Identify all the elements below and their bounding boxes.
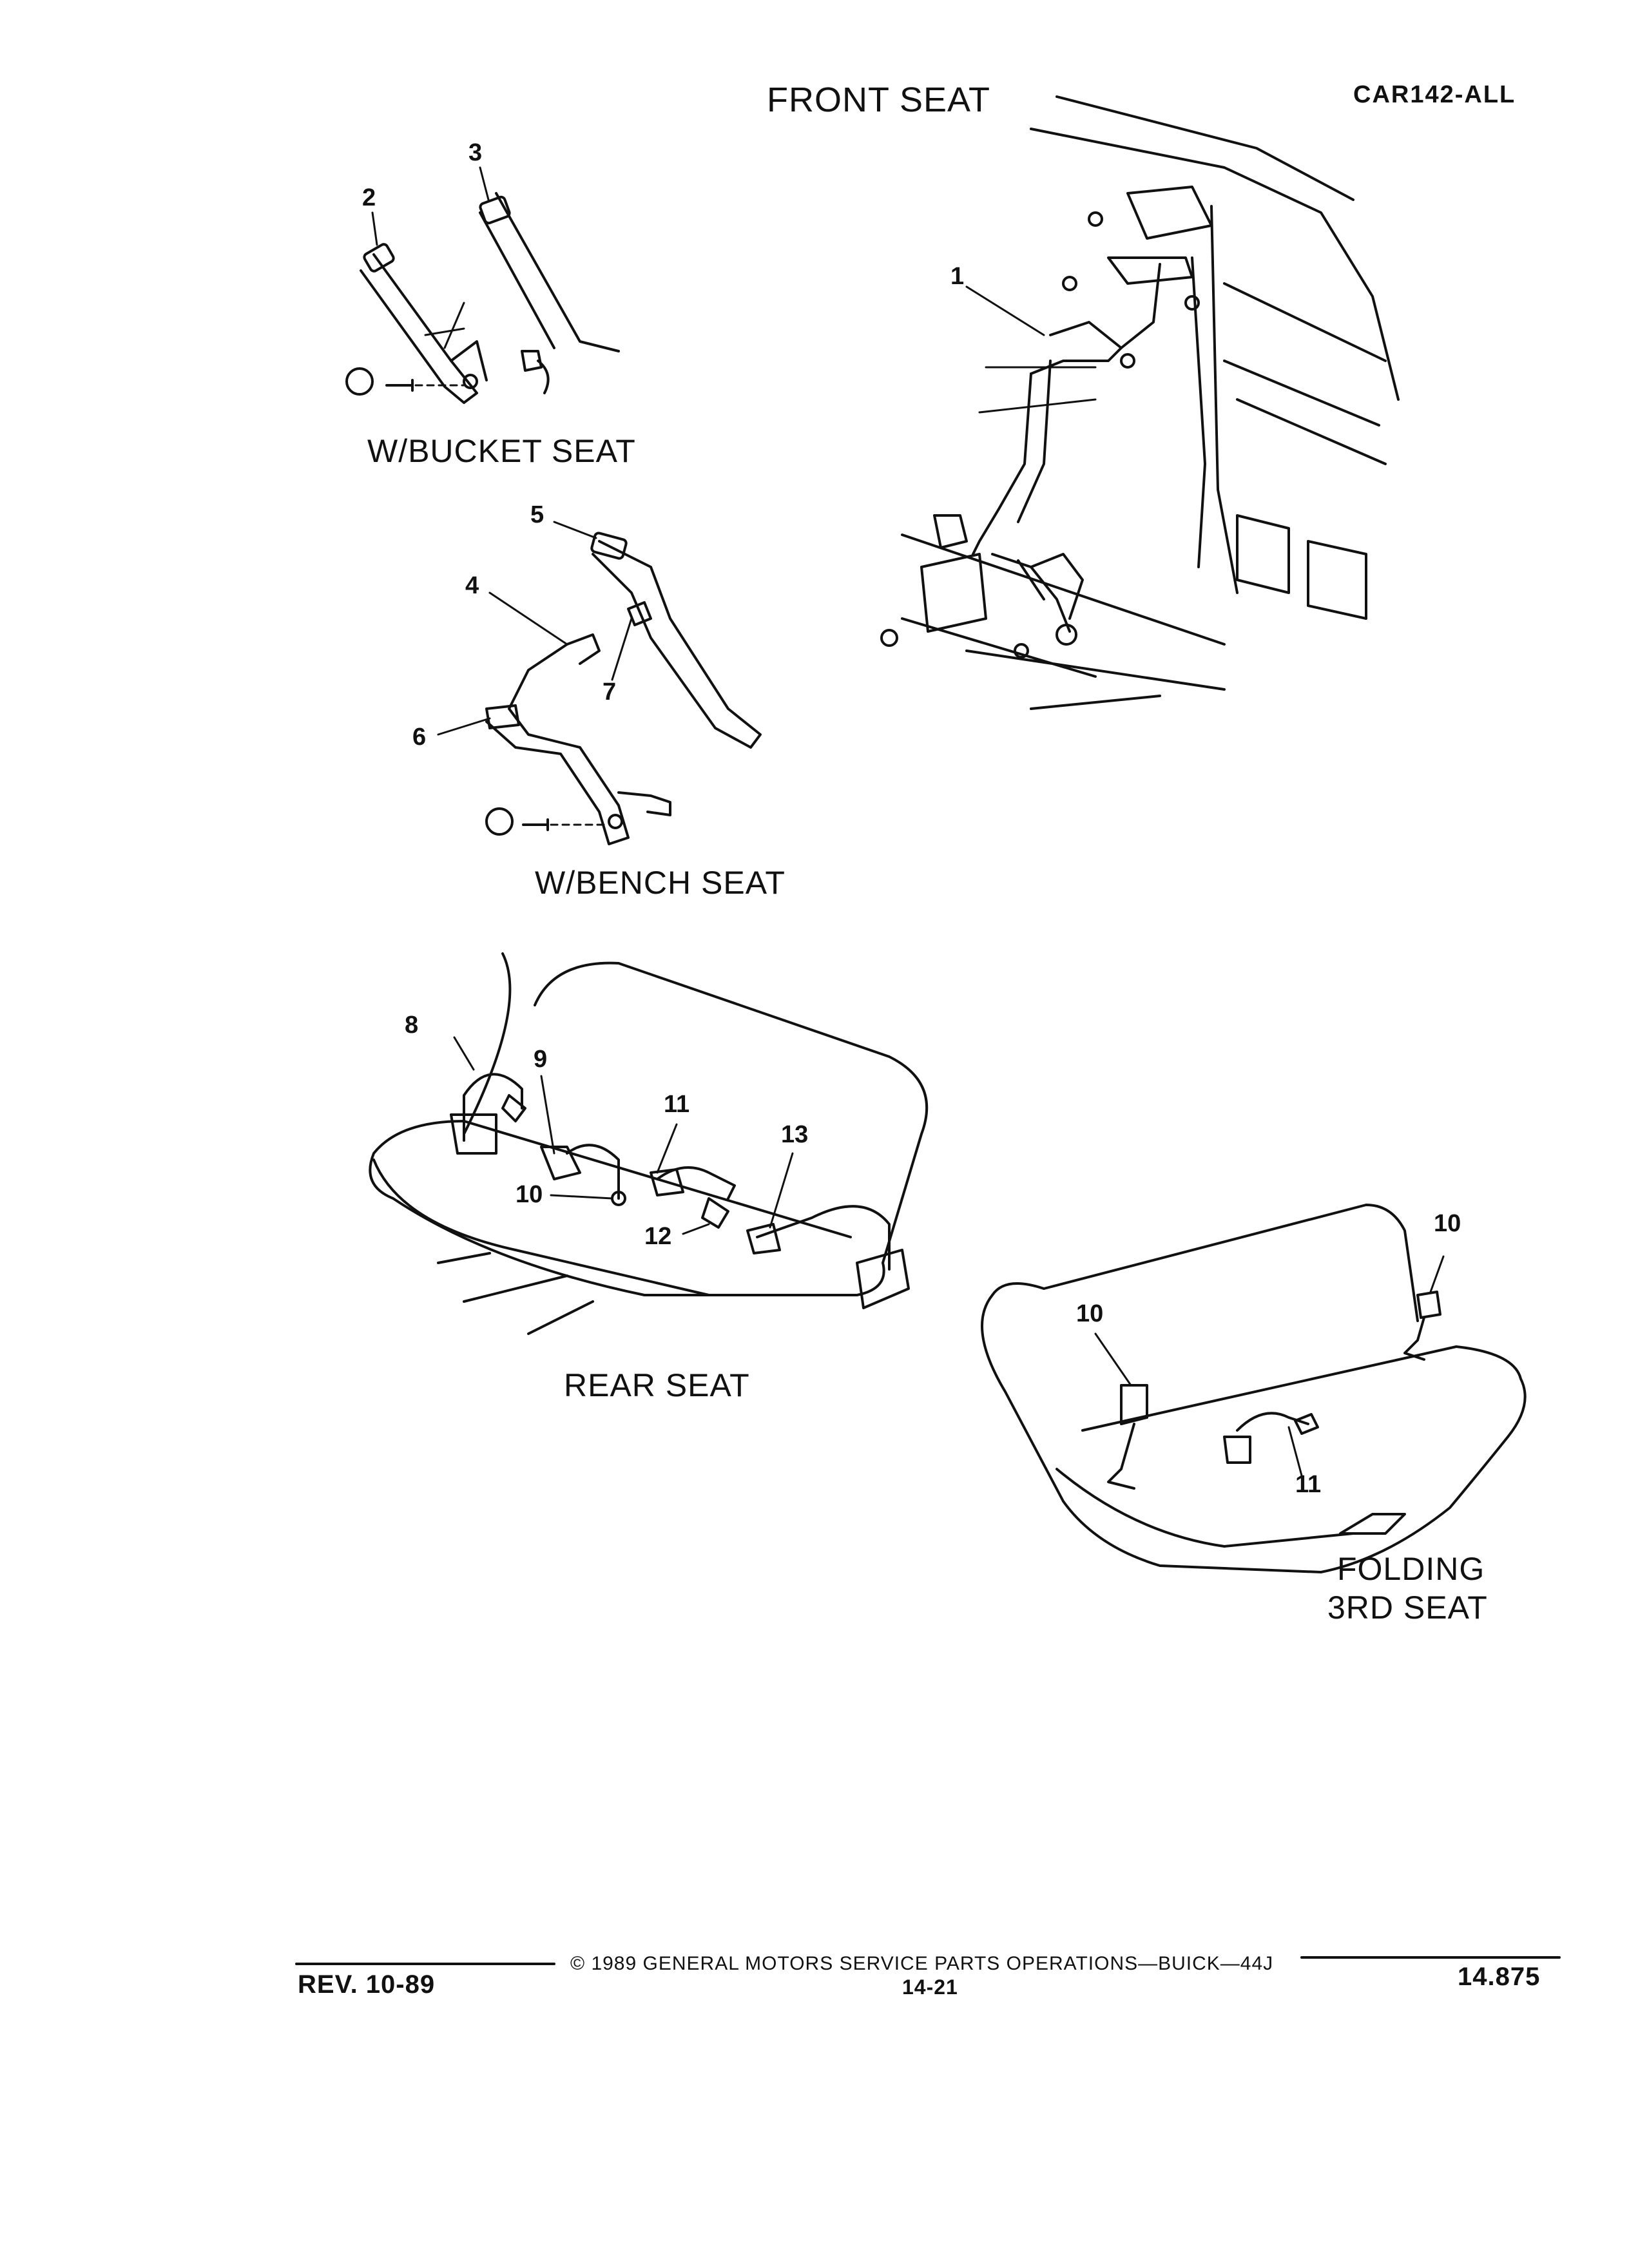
callout-3: 3 <box>468 139 483 166</box>
callout-5: 5 <box>530 501 545 528</box>
footer-section-number: 14.875 <box>1458 1963 1541 1991</box>
caption-bucket-seat: W/BUCKET SEAT <box>367 433 636 469</box>
callout-2: 2 <box>362 184 376 211</box>
callout-10-rear: 10 <box>516 1181 543 1208</box>
callout-10-folding-left: 10 <box>1076 1300 1104 1327</box>
folding-third-seat-drawing <box>981 1204 1527 1573</box>
callout-8: 8 <box>405 1012 419 1039</box>
callout-4: 4 <box>465 572 479 599</box>
callout-6: 6 <box>412 724 427 751</box>
callout-10-folding-right: 10 <box>1434 1210 1461 1237</box>
footer-rules <box>295 1956 1561 1965</box>
page-title: FRONT SEAT <box>767 81 991 119</box>
caption-folding-line1: FOLDING <box>1337 1551 1485 1587</box>
callout-7: 7 <box>602 678 617 706</box>
front-seat-interior-drawing <box>880 95 1400 710</box>
callout-12: 12 <box>644 1223 672 1250</box>
caption-rear-seat: REAR SEAT <box>564 1367 750 1403</box>
callout-13: 13 <box>781 1121 809 1148</box>
callout-11-folding: 11 <box>1295 1471 1322 1498</box>
bucket-seat-belt-drawing <box>345 192 620 404</box>
rear-seat-drawing <box>369 952 929 1335</box>
caption-folding-line2: 3RD SEAT <box>1327 1590 1488 1626</box>
callout-1: 1 <box>950 263 965 290</box>
callout-9: 9 <box>534 1046 548 1073</box>
footer-copyright: © 1989 GENERAL MOTORS SERVICE PARTS OPER… <box>570 1953 1274 1974</box>
diagram-code: CAR142-ALL <box>1353 81 1516 108</box>
callout-11-rear: 11 <box>664 1091 690 1118</box>
bench-seat-belt-drawing <box>485 532 762 845</box>
footer-revision: REV. 10-89 <box>298 1970 436 1999</box>
footer-page-number: 14-21 <box>902 1975 958 1999</box>
caption-bench-seat: W/BENCH SEAT <box>535 865 786 901</box>
callout-leader-lines <box>371 166 1445 1477</box>
